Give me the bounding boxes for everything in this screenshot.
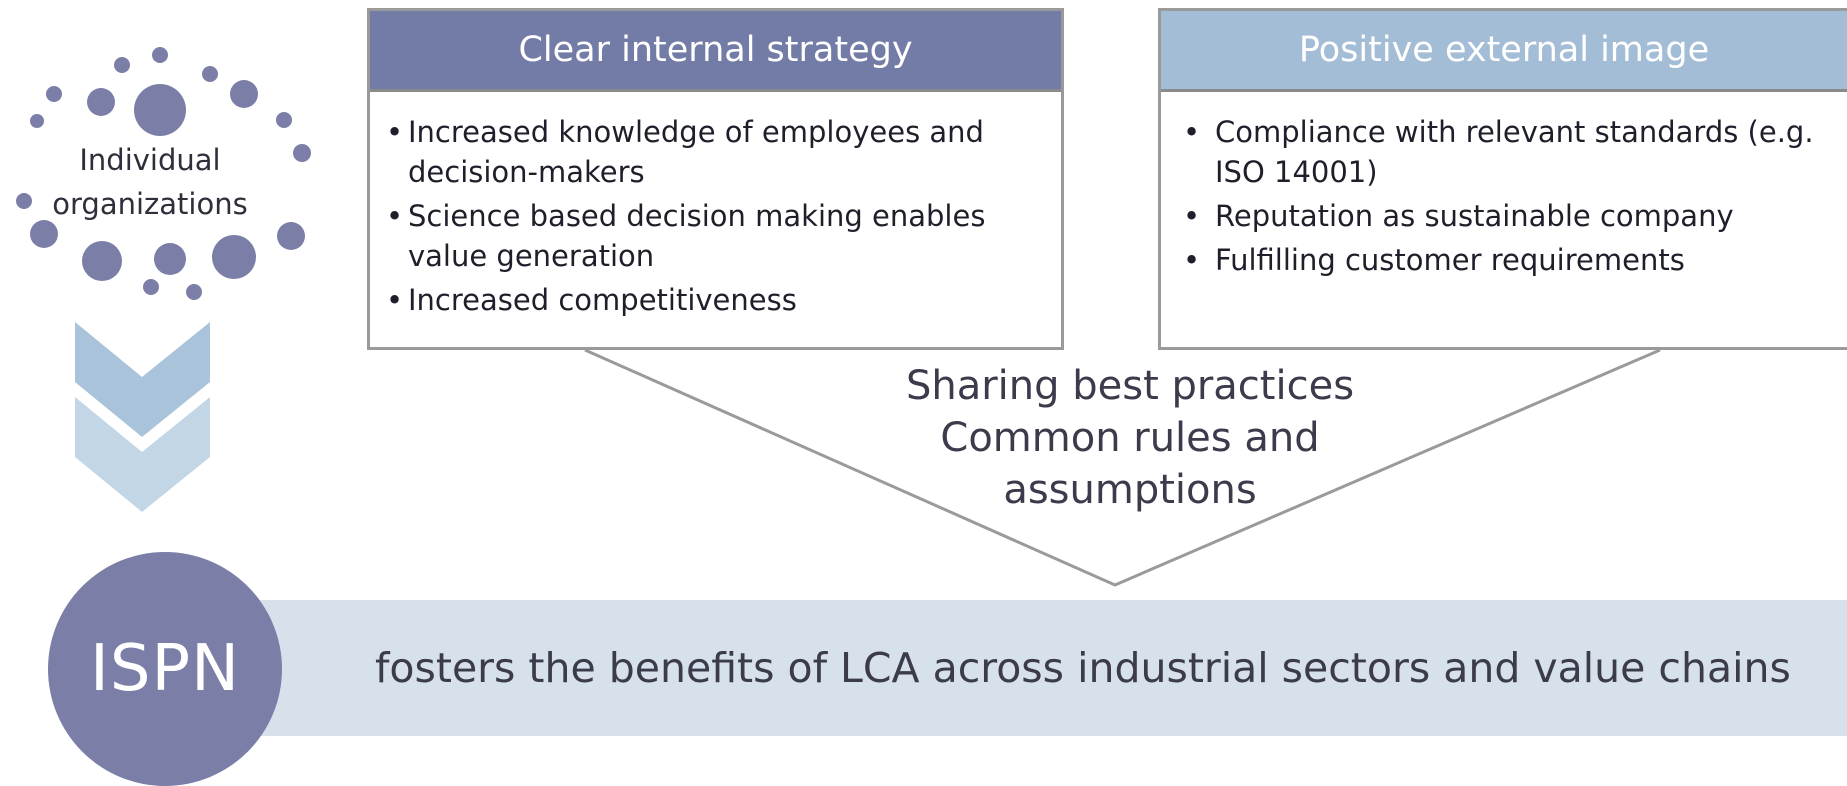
dot xyxy=(30,220,58,248)
dot xyxy=(152,47,168,63)
dot xyxy=(230,80,258,108)
dot xyxy=(143,279,159,295)
dot xyxy=(277,222,305,250)
internal-strategy-title: Clear internal strategy xyxy=(370,11,1061,92)
chevron-upper xyxy=(75,322,210,437)
funnel-text: Sharing best practices Common rules and … xyxy=(870,360,1390,516)
dot xyxy=(154,243,186,275)
external-image-title: Positive external image xyxy=(1161,11,1847,92)
list-item: Fulfilling customer requirements xyxy=(1181,240,1835,280)
list-item: Science based decision making enables va… xyxy=(384,196,1049,276)
external-image-list: Compliance with relevant standards (e.g.… xyxy=(1161,92,1847,280)
organizations-label-line2: organizations xyxy=(52,187,248,221)
funnel-text-line3: assumptions xyxy=(1003,467,1257,513)
dot xyxy=(16,193,32,209)
dot xyxy=(114,57,130,73)
organizations-label-line1: Individual xyxy=(79,143,221,177)
ispn-circle: ISPN xyxy=(48,552,282,786)
list-item: Compliance with relevant standards (e.g.… xyxy=(1181,112,1835,192)
funnel-text-line1: Sharing best practices xyxy=(905,363,1355,409)
dot xyxy=(276,112,292,128)
organizations-label: Individual organizations xyxy=(40,138,260,226)
dot xyxy=(186,284,202,300)
organizations-dots xyxy=(0,0,320,320)
internal-strategy-list: Increased knowledge of employees and dec… xyxy=(370,92,1061,320)
dot xyxy=(212,235,256,279)
dot xyxy=(87,88,115,116)
dot xyxy=(202,66,218,82)
statement-band xyxy=(200,600,1847,736)
ispn-statement: fosters the benefits of LCA across indus… xyxy=(375,644,1791,692)
dot xyxy=(30,114,44,128)
list-item: Increased competitiveness xyxy=(384,280,1049,320)
external-image-box: Positive external image Compliance with … xyxy=(1158,8,1847,350)
dot xyxy=(82,241,122,281)
ispn-label: ISPN xyxy=(90,632,240,706)
dot xyxy=(46,86,62,102)
internal-strategy-box: Clear internal strategy Increased knowle… xyxy=(367,8,1064,350)
down-chevrons-icon xyxy=(75,322,210,512)
dot xyxy=(134,84,186,136)
dot xyxy=(293,144,311,162)
list-item: Increased knowledge of employees and dec… xyxy=(384,112,1049,192)
chevron-lower xyxy=(75,397,210,512)
list-item: Reputation as sustainable company xyxy=(1181,196,1835,236)
funnel-text-line2: Common rules and xyxy=(940,415,1320,461)
